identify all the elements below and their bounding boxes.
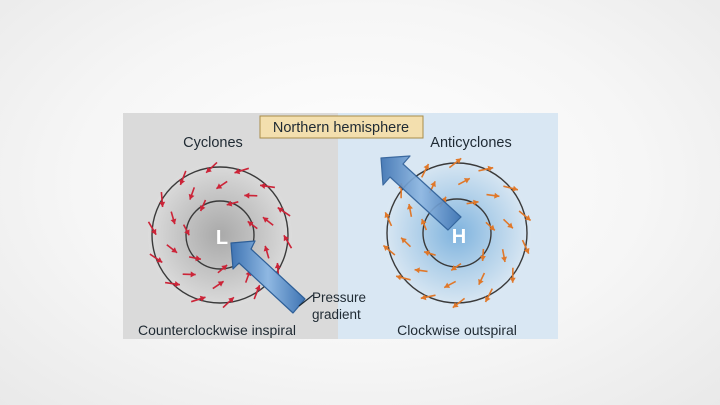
anticyclone-wind-arrow-icon	[396, 274, 402, 281]
cyclone-wind-arrow-icon	[171, 247, 178, 253]
hemisphere-banner-text: Northern hemisphere	[273, 120, 409, 136]
anticyclone-caption: Clockwise outspiral	[397, 322, 517, 338]
cyclone-wind-arrow-icon	[199, 205, 206, 211]
anticyclone-wind-arrow-icon	[401, 237, 407, 244]
anticyclone-wind-arrow-icon	[420, 219, 427, 225]
anticyclone-center-symbol: H	[452, 226, 466, 248]
cyclone-wind-arrow-icon	[188, 193, 195, 200]
anticyclone-wind-arrow-icon	[451, 265, 457, 271]
cyclone-wind-arrow-icon	[199, 295, 206, 302]
pressure-systems-diagram: L H Northern hemisphere Cyclones Anticyc…	[123, 113, 558, 339]
cyclone-wind-arrow-icon	[216, 183, 223, 189]
anticyclone-wind-arrow-icon	[523, 247, 530, 254]
anticyclone-wind-arrow-icon	[489, 224, 495, 231]
cyclone-title: Cyclones	[183, 135, 243, 151]
anticyclone-wind-arrow-icon	[424, 250, 430, 257]
cyclone-wind-arrow-icon	[184, 229, 190, 236]
anticyclone-outer-isobar	[386, 162, 528, 304]
anticyclone-wind-arrow-icon	[485, 296, 491, 302]
cyclone-wind-arrow-icon	[277, 207, 284, 213]
anticyclone-wind-arrow-icon	[512, 185, 518, 192]
anticyclone-wind-arrow-icon	[407, 204, 413, 210]
anticyclone-wind-arrow-icon	[455, 158, 462, 164]
anticyclone-wind-arrow-icon	[507, 222, 513, 229]
anticyclone-wind-arrow-icon	[383, 245, 390, 251]
cyclone-wind-arrow-icon	[247, 221, 254, 227]
cyclone-wind-arrow-icon	[170, 218, 177, 225]
cyclone-wind-arrow-icon	[283, 235, 289, 242]
cyclone-wind-arrow-icon	[174, 281, 180, 287]
pressure-gradient-label-line2: gradient	[312, 307, 361, 322]
cyclone-wind-arrow-icon	[179, 179, 185, 185]
cyclone-wind-arrow-icon	[260, 183, 266, 189]
anticyclone-wind-arrow-icon	[509, 277, 516, 283]
anticyclone-wind-arrow-icon	[487, 165, 494, 172]
pressure-gradient-leader	[298, 294, 314, 307]
cyclone-wind-arrow-icon	[255, 285, 261, 291]
cyclone-inner-isobar	[185, 200, 255, 270]
cyclone-wind-arrow-icon	[262, 217, 269, 223]
cyclone-center-symbol: L	[216, 227, 228, 249]
anticyclone-wind-arrow-icon	[524, 215, 531, 221]
anticyclone-wind-arrow-icon	[420, 294, 427, 301]
anticyclone-wind-arrow-icon	[452, 302, 459, 308]
cyclone-wind-arrow-icon	[274, 263, 281, 269]
cyclone-wind-arrow-icon	[228, 297, 234, 303]
cyclone-wind-arrow-icon	[226, 200, 233, 207]
cyclone-wind-arrow-icon	[195, 255, 201, 262]
anticyclone-wind-arrow-icon	[414, 267, 420, 274]
anticyclone-gradient-arrow-icon	[380, 155, 462, 231]
cyclone-wind-arrows	[147, 161, 293, 309]
anticyclone-wind-arrow-icon	[384, 212, 391, 219]
anticyclone-wind-arrow-icon	[478, 278, 484, 285]
diagram-canvas: L H Northern hemisphere Cyclones Anticyc…	[123, 113, 558, 339]
cyclone-wind-arrow-icon	[221, 265, 228, 271]
cyclone-wind-arrow-icon	[234, 168, 241, 175]
cyclone-wind-arrow-icon	[151, 228, 157, 235]
anticyclone-wind-arrow-icon	[463, 178, 470, 184]
cyclone-wind-arrow-icon	[190, 271, 196, 278]
anticyclone-wind-arrow-icon	[494, 192, 500, 199]
anticyclone-wind-arrow-icon	[441, 196, 447, 203]
cyclone-wind-arrow-icon	[217, 281, 224, 287]
hemisphere-banner	[259, 115, 424, 139]
anticyclone-wind-arrow-icon	[430, 181, 436, 188]
cyclone-caption: Counterclockwise inspiral	[138, 322, 296, 338]
cyclone-outer-isobar	[151, 166, 289, 304]
cyclone-wind-arrow-icon	[156, 257, 163, 263]
anticyclone-wind-arrow-icon	[444, 282, 451, 288]
anticyclone-wind-arrow-icon	[479, 255, 486, 261]
anticyclone-wind-arrow-icon	[473, 199, 479, 206]
cyclone-wind-arrow-icon	[159, 201, 166, 207]
anticyclone-title: Anticyclones	[430, 135, 511, 151]
cyclone-wind-arrow-icon	[263, 245, 270, 252]
anticyclone-wind-arrow-icon	[501, 256, 507, 262]
pressure-gradient-label-line1: Pressure	[312, 290, 366, 305]
anticyclone-wind-arrow-icon	[423, 164, 429, 170]
cyclone-wind-arrow-icon	[244, 192, 250, 199]
cyclone-wind-arrow-icon	[206, 167, 212, 173]
